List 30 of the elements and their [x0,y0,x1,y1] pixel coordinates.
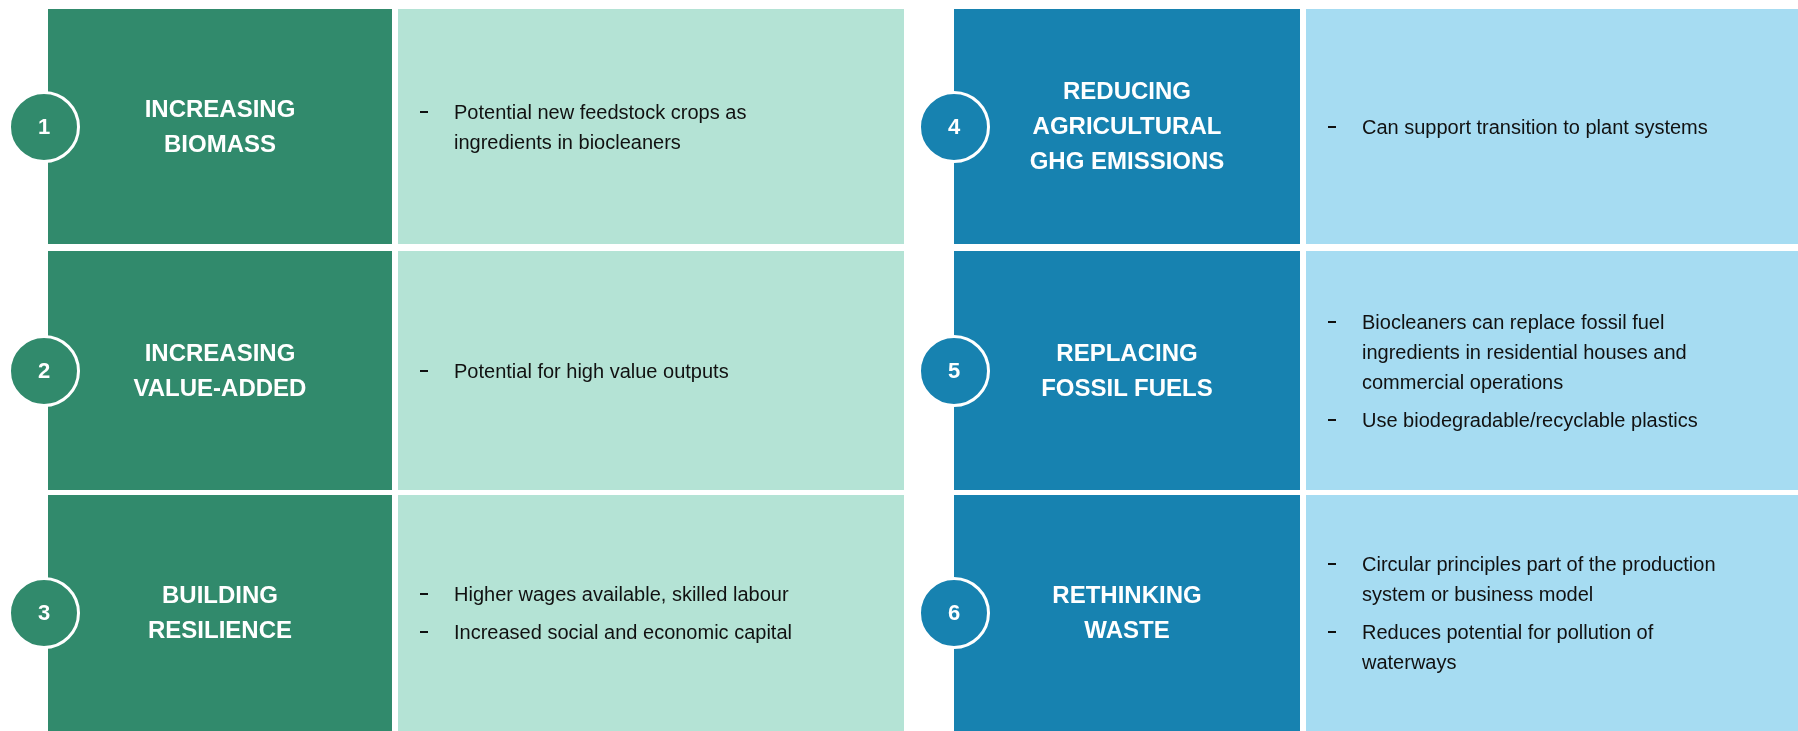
number-circle: 1 [8,90,80,163]
bullet-text: Use biodegradable/recyclable plastics [1362,407,1698,433]
number-circle: 3 [8,577,80,649]
description-panel [398,495,904,731]
bullet-text: Potential new feedstock crops as ingredients in biocleaners [454,99,748,155]
topic-heading: REPLACING FOSSIL FUELS [1040,337,1214,403]
description-panel [398,251,904,490]
description-panel [1306,251,1798,490]
bullet-text: Circular principles part of the production system or business model [1362,552,1717,607]
bullet-text: Higher wages available, skilled labour [454,582,789,607]
number-circle: 2 [8,334,80,407]
topic-heading: RETHINKING WASTE [1051,580,1203,645]
bullet-text: Increased social and economic capital [454,620,792,645]
bullet-text: Potential for high value outputs [454,358,729,384]
topic-heading: INCREASING BIOMASS [143,93,297,159]
number-circle: 5 [918,334,990,407]
topic-heading: REDUCING AGRICULTURAL GHG EMISSIONS [1028,76,1226,176]
topic-heading: INCREASING VALUE-ADDED [132,337,308,403]
topic-panel [48,495,392,731]
bullet-text: Reduces potential for pollution of waterways [1362,620,1655,675]
description-panel [398,9,904,244]
bullet-text: Biocleaners can replace fossil fuel ingredients in residential houses and commercial operations [1362,309,1688,395]
topic-panel [48,251,392,490]
topic-panel [48,9,392,244]
number-circle: 6 [918,577,990,649]
bullet-text: Can support transition to plant systems [1362,114,1708,140]
topic-heading: BUILDING RESILIENCE [147,580,293,645]
description-panel [1306,495,1798,731]
number-circle: 4 [918,90,990,163]
description-panel [1306,9,1798,244]
